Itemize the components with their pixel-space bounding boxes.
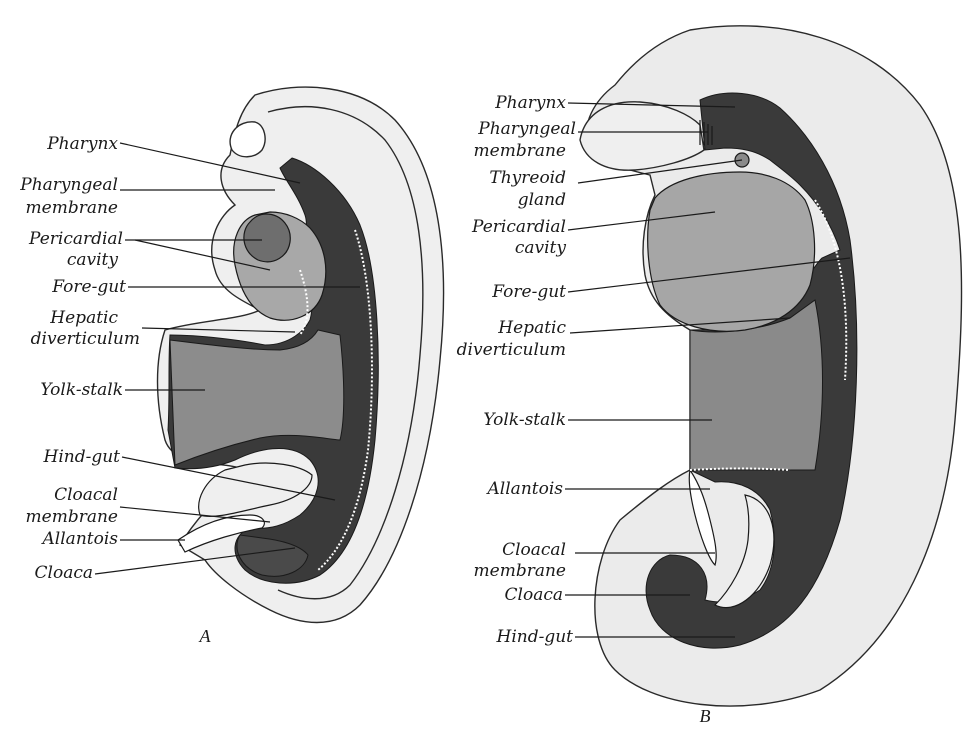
panel-b-pericardial — [648, 172, 815, 331]
label-b-thyreoid-1: Thyreoid — [489, 168, 566, 188]
label-b-pharyngeal-1: Pharyngeal — [477, 119, 576, 139]
label-a-pharyngeal-2: membrane — [26, 198, 118, 218]
label-a-pharyngeal-1: Pharyngeal — [19, 175, 118, 195]
label-b-pharyngeal-2: membrane — [474, 141, 566, 161]
panel-a-heart — [244, 214, 290, 262]
label-a-hindgut: Hind-gut — [43, 447, 121, 467]
label-b-pharynx: Pharynx — [494, 93, 566, 113]
label-a-cloaca: Cloaca — [35, 563, 93, 583]
label-b-hepatic-1: Hepatic — [497, 318, 566, 338]
panel-a-drawing — [158, 87, 444, 622]
label-b-cloacal-1: Cloacal — [502, 540, 566, 560]
label-a-hepatic-2: diverticulum — [31, 329, 140, 349]
label-b-thyreoid-2: gland — [518, 190, 566, 210]
label-b-cloacal-2: membrane — [474, 561, 566, 581]
label-b-pericardial-2: cavity — [515, 238, 567, 258]
label-a-pericardial-2: cavity — [67, 250, 119, 270]
label-b-hepatic-2: diverticulum — [457, 340, 566, 360]
label-b-pericardial-1: Pericardial — [471, 217, 566, 237]
panel-letter-b: B — [700, 706, 711, 726]
label-a-pharynx: Pharynx — [46, 134, 118, 154]
label-b-hindgut: Hind-gut — [496, 627, 574, 647]
label-a-foregut: Fore-gut — [51, 277, 126, 297]
panel-a-head-fold — [230, 122, 265, 157]
label-a-hepatic-1: Hepatic — [49, 308, 118, 328]
label-a-pericardial-1: Pericardial — [28, 229, 123, 249]
label-a-cloacal-2: membrane — [26, 507, 118, 527]
panel-letter-a: A — [199, 626, 212, 646]
label-a-allantois: Allantois — [41, 529, 119, 549]
panel-b-drawing — [580, 26, 962, 706]
label-b-foregut: Fore-gut — [491, 282, 566, 302]
label-a-cloacal-1: Cloacal — [54, 485, 118, 505]
label-b-cloaca: Cloaca — [505, 585, 563, 605]
label-b-allantois: Allantois — [486, 479, 564, 499]
label-a-yolk: Yolk-stalk — [40, 380, 123, 400]
label-b-yolk: Yolk-stalk — [483, 410, 566, 430]
